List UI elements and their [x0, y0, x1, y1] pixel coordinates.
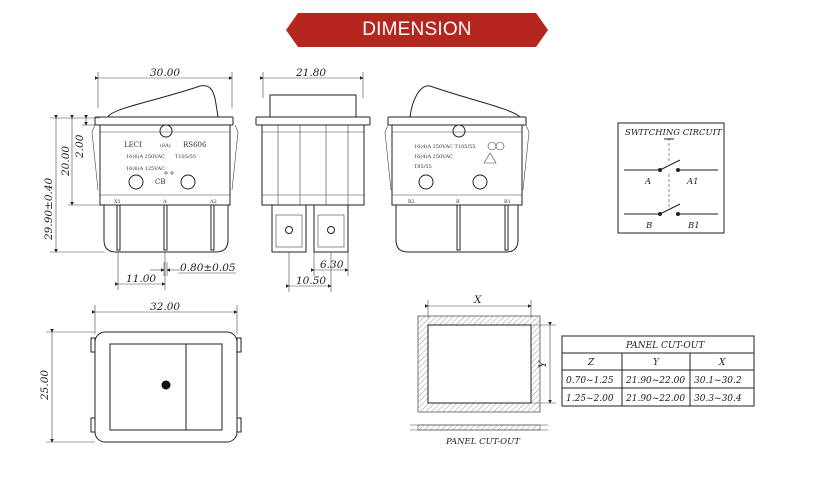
- rear-pin2-label: B: [456, 199, 460, 205]
- front-pin1-label: X1: [114, 199, 121, 205]
- circuit-label-b1: B1: [687, 221, 700, 231]
- panel-y-label: Y: [537, 360, 549, 368]
- top-view: 32.00 25.00: [39, 301, 242, 443]
- table-header-z: Z: [587, 358, 595, 368]
- circuit-label-b: B: [645, 221, 652, 231]
- table-cell: 21.90~22.00: [625, 394, 685, 404]
- front-total-height-dim: 29.90±0.40: [43, 177, 55, 241]
- rear-view: 16(4)A 250VAC T105/55 16(4)A 250VAC T85/…: [384, 85, 530, 253]
- front-body-height-dim: 20.00: [60, 146, 72, 177]
- front-current-mark: (8A): [160, 142, 171, 149]
- table-header-x: X: [718, 358, 726, 368]
- front-brand-mark: LECI: [124, 141, 142, 149]
- table-header-y: Y: [653, 358, 660, 368]
- rear-rating2-mark: 16(4)A 250VAC: [414, 153, 453, 160]
- front-rating2-mark: T105/55: [175, 154, 196, 160]
- rear-pin3-label: B1: [504, 199, 511, 205]
- table-cell: 21.90~22.00: [625, 376, 685, 386]
- front-pin-thickness-dim: 0.80±0.05: [180, 262, 236, 274]
- banner-title: DIMENSION: [362, 19, 472, 40]
- front-cert-mark: CB: [155, 178, 166, 186]
- table-cell: 0.70~1.25: [566, 376, 614, 386]
- panel-cutout: X Y PANEL CUT-OUT PANEL CUT-OUT Z Y X 0.…: [410, 294, 755, 447]
- front-rating3-mark: 16(6)A 125VAC: [126, 165, 165, 172]
- side-tab-width-dim: 6.30: [320, 259, 344, 271]
- top-height-dim: 25.00: [39, 370, 51, 401]
- front-view: 30.00 LECI (8A) RS606 16(6)A 250VAC T105…: [43, 67, 239, 290]
- panel-caption: PANEL CUT-OUT: [445, 437, 521, 447]
- table-cell: 30.1~30.2: [694, 376, 742, 386]
- table-cell: 30.3~30.4: [694, 394, 742, 404]
- circuit-label-a1: A1: [686, 177, 699, 187]
- front-pin-pitch-dim: 11.00: [126, 273, 156, 285]
- switching-circuit: SWITCHING CIRCUIT A A1 B B1: [617, 122, 725, 234]
- side-tab-length-dim: 10.50: [296, 275, 326, 287]
- rear-pin1-label: B2: [408, 199, 415, 205]
- front-model-mark: RS606: [183, 141, 207, 149]
- panel-cutout-table: PANEL CUT-OUT Z Y X 0.70~1.25 21.90~22.0…: [561, 335, 755, 407]
- front-rating1-mark: 16(6)A 250VAC: [126, 153, 165, 160]
- rear-rating3-mark: T85/55: [414, 164, 432, 170]
- circuit-title: SWITCHING CIRCUIT: [625, 128, 723, 138]
- banner-shape: [286, 13, 548, 47]
- side-width-dim: 21.80: [295, 67, 326, 79]
- front-pin3-label: A2: [209, 199, 217, 205]
- panel-x-label: X: [473, 294, 482, 306]
- top-width-dim: 32.00: [150, 301, 180, 313]
- rear-rating1-mark: 16(4)A 250VAC T105/55: [414, 143, 475, 150]
- circuit-label-a: A: [644, 177, 651, 187]
- front-pin2-label: A: [162, 199, 167, 205]
- table-cell: 1.25~2.00: [566, 394, 614, 404]
- front-width-dim: 30.00: [150, 67, 180, 79]
- dimension-banner: DIMENSION: [286, 13, 548, 47]
- front-flange-dim: 2.00: [74, 134, 86, 159]
- table-title: PANEL CUT-OUT: [625, 341, 705, 351]
- side-view: 21.80 6.30 10.50: [255, 67, 371, 292]
